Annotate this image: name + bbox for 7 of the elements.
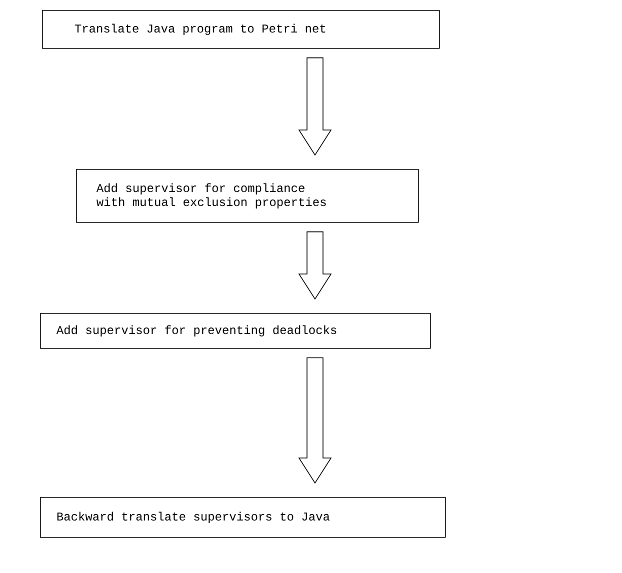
block-arrow	[298, 231, 332, 300]
process-box: Add supervisor for preventing deadlocks	[40, 313, 431, 349]
block-arrow	[298, 357, 332, 484]
process-box: Backward translate supervisors to Java	[40, 496, 446, 538]
block-arrow	[298, 57, 332, 156]
process-box: Add supervisor for compliance with mutual exclusion properties	[76, 168, 419, 223]
process-box: Translate Java program to Petri net	[42, 10, 440, 49]
